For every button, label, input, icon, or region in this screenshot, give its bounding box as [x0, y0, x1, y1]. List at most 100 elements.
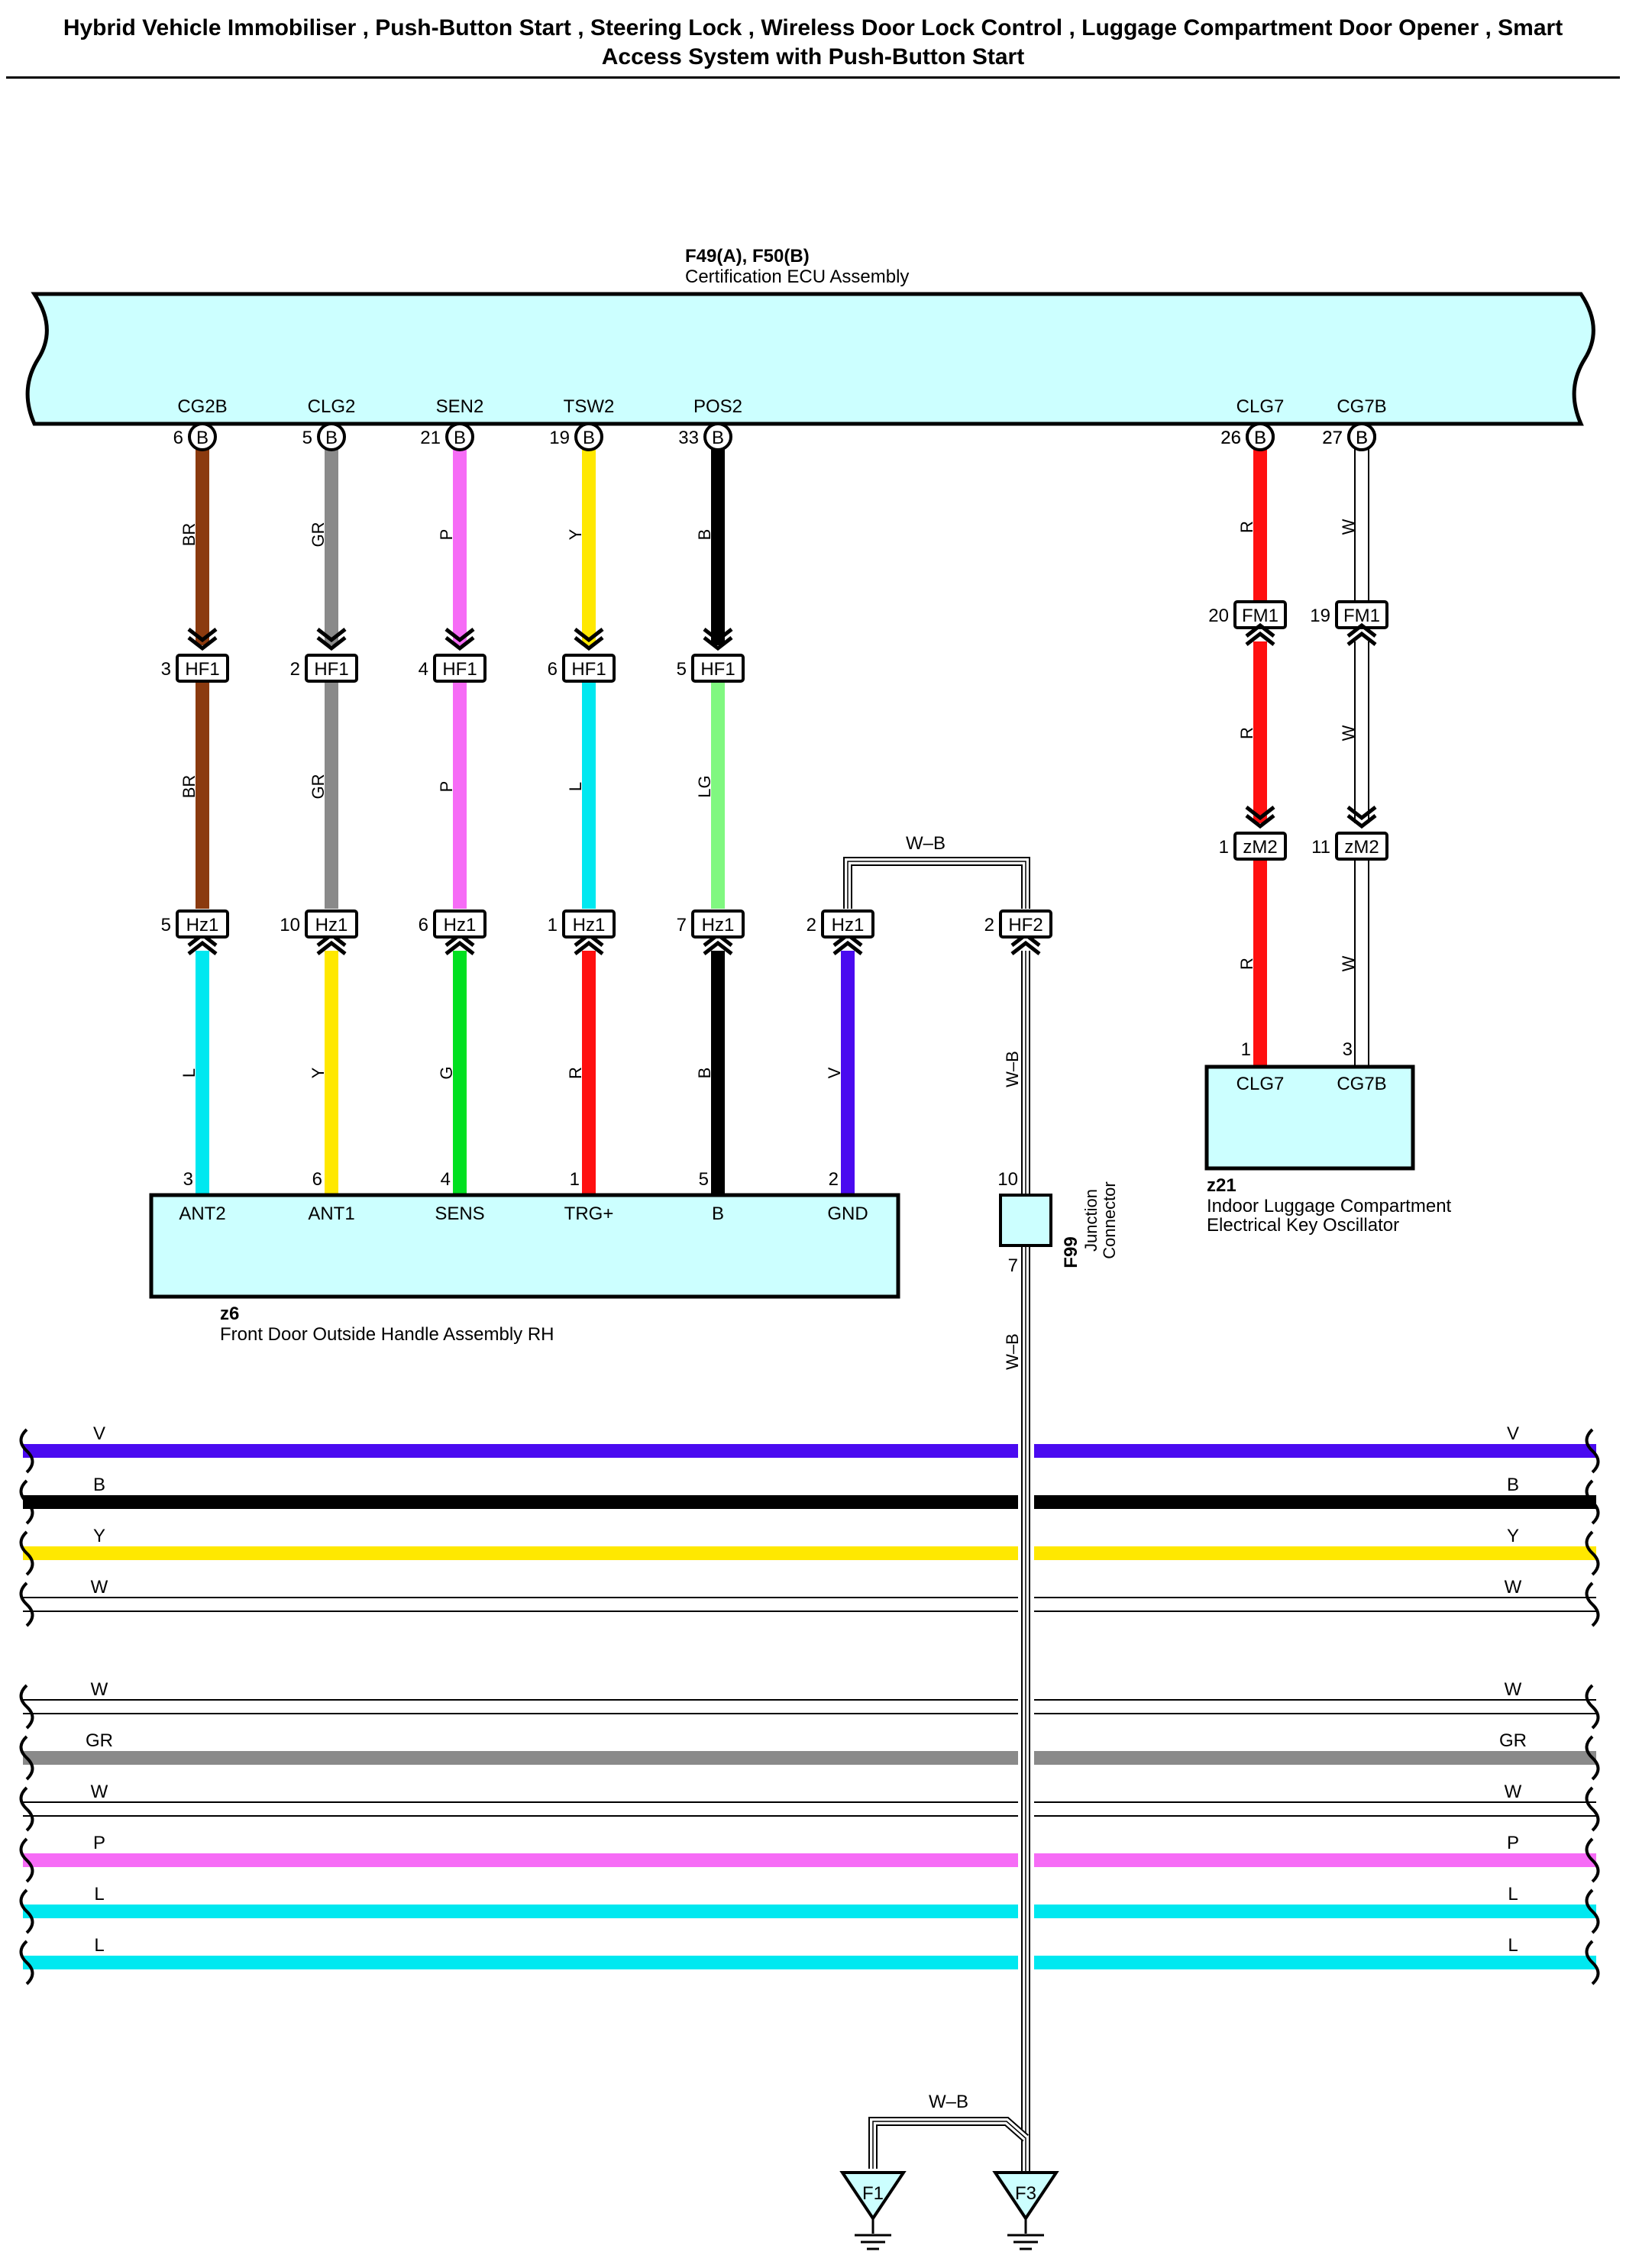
wire-clg7-device-pin: 1	[1241, 1039, 1251, 1060]
z21-code: z21	[1207, 1175, 1236, 1196]
bus-a-2-y-label-left: Y	[93, 1526, 105, 1546]
wire-clg2-color-1: GR	[309, 522, 328, 548]
wire-clg2-hz1-tag-label: Hz1	[315, 915, 348, 935]
wire-clg7-zm-chevron	[1245, 814, 1275, 829]
wire-cg7b-zm2-pin-number: 11	[1311, 837, 1330, 858]
z21-line1: Indoor Luggage Compartment	[1207, 1196, 1452, 1216]
wire-clg7-zm-chevron	[1245, 806, 1275, 821]
wire-clg2-color-3: Y	[309, 1067, 328, 1078]
wire-wb-ground-branch	[870, 2118, 1028, 2169]
f99-code: F99	[1061, 1236, 1081, 1268]
wire-wb-ground-branch-outline	[868, 2117, 1029, 2169]
title-divider	[6, 76, 1620, 79]
wire-clg2-hf-chevron	[316, 628, 347, 643]
z6-device-box	[149, 1193, 900, 1299]
wire-wb-trunk-label-lower: W–B	[1003, 1333, 1022, 1370]
wire-sen2-hf1-pin-number: 4	[419, 659, 428, 680]
ecu-pin-label-sen2: SEN2	[436, 396, 484, 417]
wire-cg2b-hz1-tag	[176, 909, 229, 939]
wire-sen2-color-1: P	[437, 529, 456, 541]
wire-pos2-device-label: B	[712, 1203, 724, 1224]
ecu-clg2-pin-number: 5	[302, 428, 312, 448]
wiring-layer	[23, 437, 1596, 2173]
ecu-cg2b-pin-number: 6	[173, 428, 183, 448]
wire-cg7b-zm-chevron	[1346, 806, 1377, 821]
wire-sen2-hz1-tag	[433, 909, 487, 939]
wire-tsw2-hf-chevron	[574, 636, 604, 651]
ecu-cg2b-terminal	[188, 422, 217, 451]
wire-clg7-color-1: R	[1237, 521, 1256, 533]
bus-a-2-y-break-right	[1585, 1530, 1600, 1576]
wire-cg2b-color-1: BR	[179, 523, 199, 547]
z6-name: Front Door Outside Handle Assembly RH	[220, 1324, 554, 1345]
bus-a-1-b-label-left: B	[93, 1475, 105, 1495]
wire-pos2-hz1-tag-label: Hz1	[702, 915, 735, 935]
ecu-pin-label-cg7b: CG7B	[1337, 396, 1386, 417]
wire-gnd-hz1-pin-number: 2	[807, 915, 816, 935]
bus-a-3-w-break-right	[1585, 1581, 1600, 1627]
ground-f1-symbol	[839, 2171, 907, 2221]
wire-cg2b-device-label: ANT2	[179, 1203, 225, 1224]
wire-cg7b-device-label: CG7B	[1337, 1074, 1386, 1094]
wire-wb-loop-label: W–B	[906, 833, 946, 854]
wire-cg2b-device-pin: 3	[183, 1169, 193, 1190]
bus-b-0-w-label-left: W	[91, 1679, 108, 1700]
wire-wb-loop-stripe	[847, 861, 1026, 909]
ecu-cg7b-terminal-letter: B	[1356, 428, 1368, 448]
wire-wb-loop-outline	[843, 857, 1030, 909]
wire-sen2-device-label: SENS	[435, 1203, 484, 1224]
wire-tsw2-device-label: TRG+	[564, 1203, 614, 1224]
wire-clg2-device-pin: 6	[312, 1169, 322, 1190]
ecu-clg7-terminal	[1246, 422, 1275, 451]
wire-cg2b-hf1-pin-number: 3	[161, 659, 171, 680]
wire-tsw2-hf1-tag-label: HF1	[571, 659, 606, 680]
wire-gnd-color: V	[825, 1067, 844, 1078]
wire-clg7-zm2-tag	[1233, 832, 1287, 861]
bus-a-3-w-label-right: W	[1505, 1577, 1522, 1598]
bus-b-4-l-label-left: L	[94, 1884, 104, 1905]
wire-gnd-device-pin: 2	[829, 1169, 839, 1190]
wire-cg2b-hz-chevron	[187, 940, 218, 955]
bus-b-0-w-label-right: W	[1505, 1679, 1522, 1700]
wire-pos2-hf-chevron	[703, 636, 733, 651]
ecu-cg7b-pin-number: 27	[1322, 428, 1343, 448]
ecu-clg7-terminal-letter: B	[1254, 428, 1266, 448]
wire-clg2-hz1-tag	[305, 909, 358, 939]
wire-sen2-hz1-pin-number: 6	[419, 915, 428, 935]
wire-clg2-hf1-tag	[305, 654, 358, 683]
wire-pos2-hf1-tag-label: HF1	[700, 659, 735, 680]
wire-clg7-device-label: CLG7	[1236, 1074, 1285, 1094]
bus-b-5-l-break-left	[19, 1940, 34, 1985]
bus-b-3-p-label-right: P	[1507, 1833, 1519, 1853]
bus-b-3-p-break-left	[19, 1837, 34, 1883]
ecu-cg7b-pin-number: 27	[1322, 428, 1343, 448]
hf2-tag	[999, 909, 1052, 939]
wire-sen2-device-pin: 4	[441, 1169, 451, 1190]
wire-clg2-device-label: ANT1	[308, 1203, 354, 1224]
bus-a-1-b-break-left	[19, 1479, 34, 1525]
bus-b-1-gr-label-right: GR	[1499, 1730, 1527, 1751]
bus-b-0-w-break-right	[1585, 1684, 1600, 1730]
wire-tsw2-hz1-pin-number: 1	[548, 915, 558, 935]
ecu-pin-label-pos2: POS2	[693, 396, 742, 417]
wire-cg2b-hf1-tag-label: HF1	[185, 659, 219, 680]
ecu-name: Certification ECU Assembly	[685, 267, 909, 287]
wire-clg2-hf-chevron	[316, 636, 347, 651]
ecu-tsw2-terminal	[574, 422, 603, 451]
ecu-tsw2-pin-number: 19	[549, 428, 570, 448]
ecu-cg7b-terminal	[1347, 422, 1376, 451]
bus-b-4-l-break-left	[19, 1888, 34, 1934]
wire-pos2-hz1-pin-number: 7	[677, 915, 687, 935]
wire-wb-ground-branch-stripe	[872, 2121, 1026, 2169]
wire-clg7-fm-chevron	[1245, 622, 1275, 638]
ecu-tsw2-terminal-letter: B	[583, 428, 595, 448]
wire-clg7-zm2-pin-number: 1	[1219, 837, 1229, 858]
wire-sen2-hf-chevron	[444, 628, 475, 643]
wire-clg2-hf1-pin-number: 2	[290, 659, 300, 680]
wire-cg7b-device-pin: 3	[1343, 1039, 1353, 1060]
ecu-clg7-terminal-letter: B	[1254, 428, 1266, 448]
ground-f3-label: F3	[1015, 2183, 1036, 2204]
wire-tsw2-hf1-tag	[562, 654, 616, 683]
wire-cg2b-color-3: L	[179, 1068, 199, 1077]
bus-a-3-w-label-left: W	[91, 1577, 108, 1598]
